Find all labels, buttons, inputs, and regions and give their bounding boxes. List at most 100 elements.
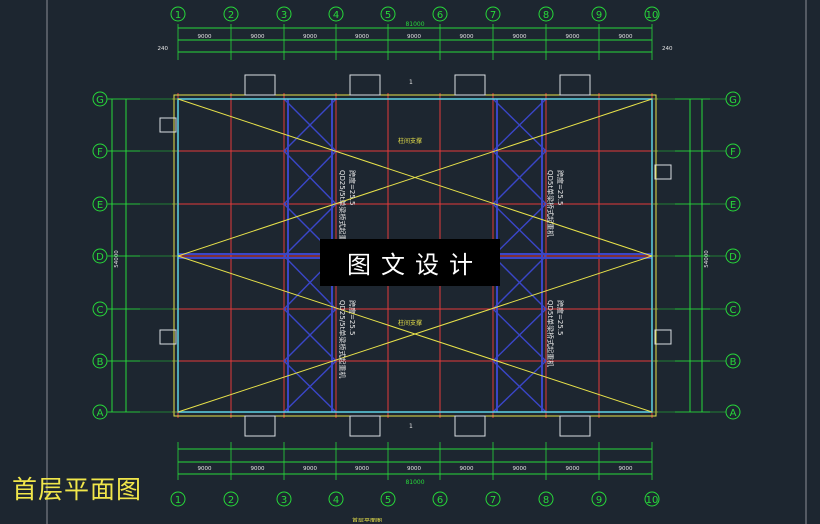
side-door-1 [159,329,177,345]
brace-label-right-lower: QD5t单梁桥式起重机 [546,300,555,367]
brace-label-right-upper: QD5t单梁桥式起重机 [546,170,555,237]
outer-wall [173,94,657,417]
right-axis-label-D: D [729,252,737,263]
top-axis-label-9: 9 [596,10,602,21]
top-axis-label-6: 6 [437,10,443,21]
roof-bracing-diagonals [177,98,653,413]
side-door-0 [159,117,177,133]
top-bay-dim-3: 9000 [303,34,317,40]
brace-x-1-1b [492,308,547,362]
top-bay-dim-1: 9000 [198,34,212,40]
top-bay-dim-9: 9000 [619,34,633,40]
bottom-door-0 [244,415,276,437]
left-axis-label-F: F [97,147,103,158]
bottom-bay-dim-7: 9000 [513,466,527,472]
right-axis-label-C: C [730,305,737,316]
bottom-axis-bubble-4 [328,491,344,507]
roof-diagonal-1 [177,98,653,257]
span-label-left-lower: 跨度=25.5 [348,300,357,335]
top-bay-dim-7: 9000 [513,34,527,40]
top-bay-dim-5: 9000 [407,34,421,40]
bottom-axis-bubble-2 [223,491,239,507]
watermark-text: 图文设计 [347,251,483,279]
section-mark-bottom: 1 [409,423,413,430]
bottom-bay-dim-3: 9000 [303,466,317,472]
left-axis-label-G: G [96,95,104,106]
top-axis-label-10: 10 [646,10,659,21]
top-axis-label-3: 3 [281,10,287,21]
right-axis-label-B: B [730,357,737,368]
brace-x-1-4b [492,150,547,205]
bottom-bay-dim-6: 9000 [460,466,474,472]
top-axis-bubble-9 [591,6,607,22]
bottom-total-dim: 81000 [405,479,424,486]
left-overall-dim: 54000 [114,250,120,268]
left-axis-label-B: B [97,357,104,368]
bottom-axis-label-1: 1 [175,495,181,506]
bottom-bay-dim-4: 9000 [355,466,369,472]
top-bay-dim-6: 9000 [460,34,474,40]
top-door-1 [349,74,381,96]
drawing-caption: 首层平面图 [12,475,143,504]
bottom-bay-dim-8: 9000 [566,466,580,472]
top-axis-bubble-10 [644,6,660,22]
bottom-axis-bubble-9 [591,491,607,507]
bottom-axis-label-3: 3 [281,495,287,506]
bottom-axis-label-10: 10 [646,495,659,506]
side-door-3 [654,329,672,345]
bottom-axis-label-4: 4 [333,495,339,506]
top-door-2 [454,74,486,96]
brace-x-0-1b [283,308,337,362]
bottom-axis-bubble-8 [538,491,554,507]
right-axis-label-F: F [730,147,736,158]
left-edge-dim: 240 [158,46,169,52]
bottom-axis-bubble-10 [644,491,660,507]
top-axis-bubble-1 [170,6,186,22]
span-label-right-lower: 跨度=25.5 [556,300,565,335]
top-axis-bubble-2 [223,6,239,22]
top-door-3 [559,74,591,96]
right-overall-dim: 54000 [704,250,710,268]
top-axis-label-7: 7 [490,10,496,21]
bottom-axis-bubble-3 [276,491,292,507]
top-axis-bubble-8 [538,6,554,22]
bottom-axis-label-6: 6 [437,495,443,506]
brace-x-0-3b [283,203,337,257]
right-edge-dim: 240 [662,46,673,52]
top-axis-bubble-6 [432,6,448,22]
watermark-box: 图文设计 [320,239,500,286]
top-axis-label-5: 5 [385,10,391,21]
bottom-title: 首层平面图 [352,518,383,522]
bottom-door-2 [454,415,486,437]
left-axis-label-C: C [97,305,104,316]
bottom-axis-label-9: 9 [596,495,602,506]
bottom-axis-label-5: 5 [385,495,391,506]
section-mark-top: 1 [409,79,413,86]
brace-x-0-0b [283,360,337,413]
right-axis-label-G: G [729,95,737,106]
brace-x-1-0b [492,360,547,413]
top-axis-label-4: 4 [333,10,339,21]
top-axis-label-2: 2 [228,10,234,21]
top-axis-label-8: 8 [543,10,549,21]
bottom-bay-dim-5: 9000 [407,466,421,472]
left-axis-label-E: E [97,200,103,211]
top-door-0 [244,74,276,96]
brace-label-left-lower: QD25/5t单梁桥式起重机 [338,300,347,378]
brace-x-1-5b [492,98,547,152]
top-axis-bubble-7 [485,6,501,22]
tag-upper: 柱间支撑 [398,137,422,145]
bottom-axis-label-2: 2 [228,495,234,506]
brace-x-1-3b [492,203,547,257]
bottom-axis-label-7: 7 [490,495,496,506]
bottom-axis-bubble-6 [432,491,448,507]
bottom-bay-dim-2: 9000 [251,466,265,472]
drawing-frame [46,0,807,524]
brace-x-0-5b [283,98,337,152]
roof-diagonal-3 [177,255,653,413]
bottom-axis-bubble-7 [485,491,501,507]
right-axis-label-E: E [730,200,736,211]
span-label-right-upper: 跨度=25.5 [556,170,565,205]
brace-x-1-2b [492,255,547,310]
